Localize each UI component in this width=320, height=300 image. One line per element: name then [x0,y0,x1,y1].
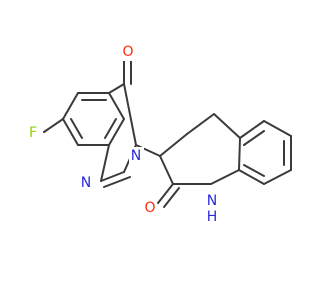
fluorine-label-background [26,124,40,142]
bond [100,171,125,182]
bond [123,83,137,146]
bond [159,155,174,185]
fluorine-label: F [29,125,37,141]
lactam-nh-label-background [205,191,220,225]
bond [62,92,79,120]
bond [100,144,110,182]
bond [104,118,117,139]
bond [163,187,180,208]
bond [43,118,64,133]
bond [135,144,161,157]
quinazoline-n1-label: N [81,175,91,191]
quinazoline-n3-label-background [129,147,144,165]
top-oxygen-label-background [121,43,135,61]
bond [213,113,241,139]
quinazoline-n3-label: N [131,148,141,164]
bond [263,169,292,185]
bond-layer [43,59,292,208]
bond [62,118,79,146]
bond [108,83,125,94]
bond [157,183,174,204]
bond [238,169,265,185]
bond [239,120,265,139]
quinazoline-n1-label-background [79,174,94,192]
bond [263,120,292,137]
bond [238,137,241,171]
bond [186,113,215,135]
lactam-nitrogen-label: N [207,193,217,209]
molecule-structure-diagram: F O N N O N H [26,43,292,225]
atom-label-layer: F O N N O N H [26,43,220,225]
bond [108,92,125,120]
bond [108,118,125,146]
bond [159,133,188,157]
top-oxygen-label: O [122,44,133,60]
bond [243,164,265,177]
bond [243,130,265,146]
bond [103,176,131,188]
lactam-hydrogen-label: H [207,209,218,225]
bond [210,169,240,185]
bond [70,118,83,139]
lactam-oxygen-label-background [143,199,157,217]
lactam-oxygen-label: O [144,200,155,216]
